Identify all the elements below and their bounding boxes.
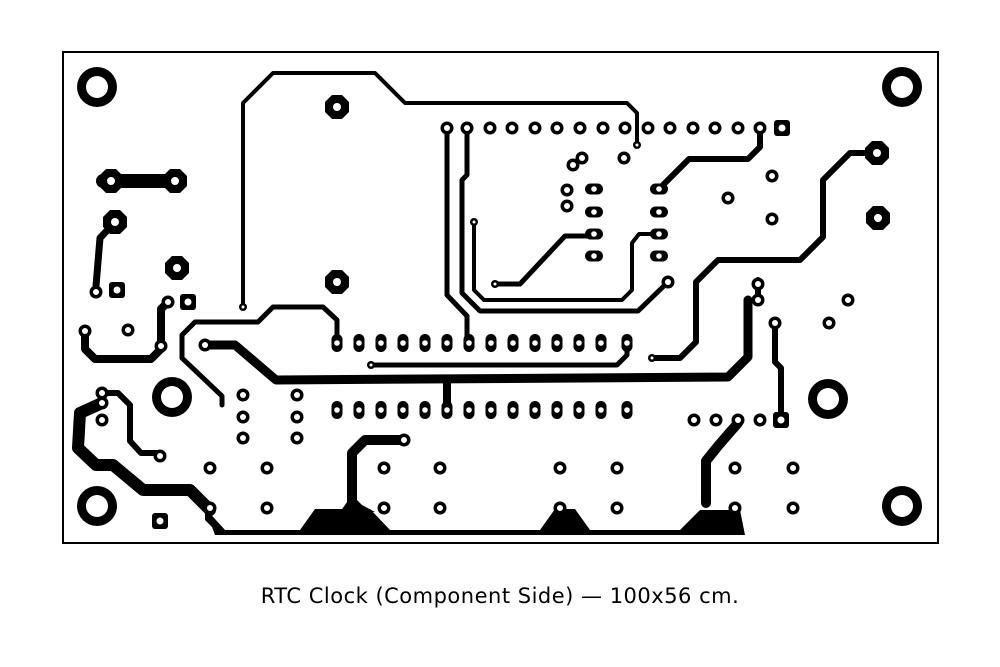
board-caption: RTC Clock (Component Side) — 100x56 cm. bbox=[260, 584, 740, 608]
board-outline bbox=[62, 51, 939, 544]
ground-pour bbox=[205, 508, 745, 535]
